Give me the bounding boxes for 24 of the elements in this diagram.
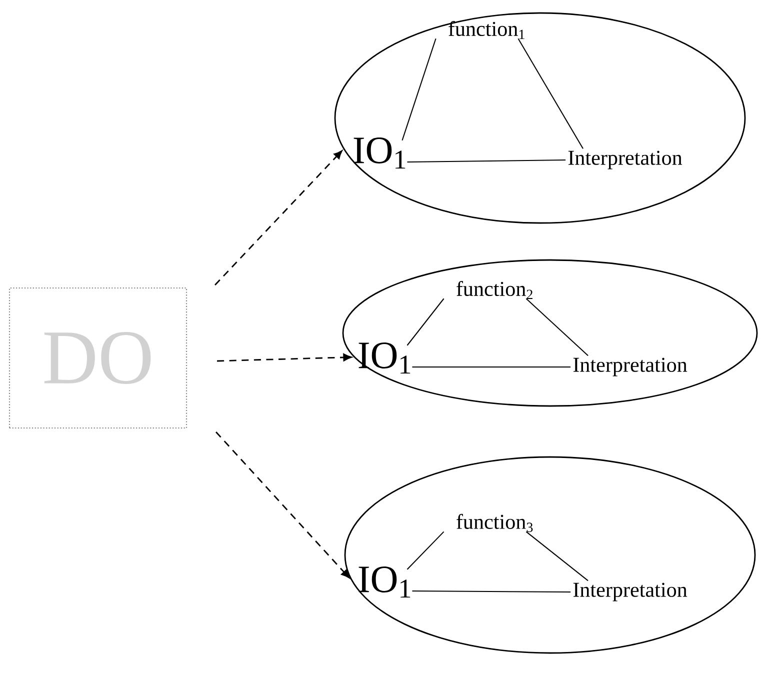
- dashed-arrow: [216, 432, 350, 578]
- connector-line: [412, 590, 571, 593]
- interpretation-label: Interpretation: [568, 150, 682, 170]
- connector-line: [526, 531, 588, 582]
- connector-line: [526, 298, 588, 356]
- function-label: function$_{3}$: [456, 514, 533, 532]
- io-label: IO$_{1}$: [358, 342, 410, 374]
- connector-line: [402, 38, 436, 141]
- function-label: function$_{2}$: [456, 281, 532, 299]
- connector-line: [406, 531, 444, 570]
- connector-line: [412, 366, 571, 368]
- function-label: function$_{1}$: [448, 21, 524, 39]
- connector-line: [407, 159, 566, 163]
- interpretation-label: Interpretation: [573, 358, 688, 376]
- dashed-arrow: [217, 354, 352, 362]
- io-label: IO$_{1}$: [358, 566, 410, 598]
- io-label: IO$_{1}$: [354, 137, 406, 169]
- connector-line: [406, 298, 444, 346]
- ellipse-outline: [344, 456, 756, 654]
- ellipse-outline: [334, 12, 746, 224]
- interpretation-label: Interpretation: [573, 582, 688, 602]
- dashed-arrow: [214, 150, 342, 286]
- ellipse-outline: [342, 259, 758, 407]
- connector-line: [518, 38, 584, 149]
